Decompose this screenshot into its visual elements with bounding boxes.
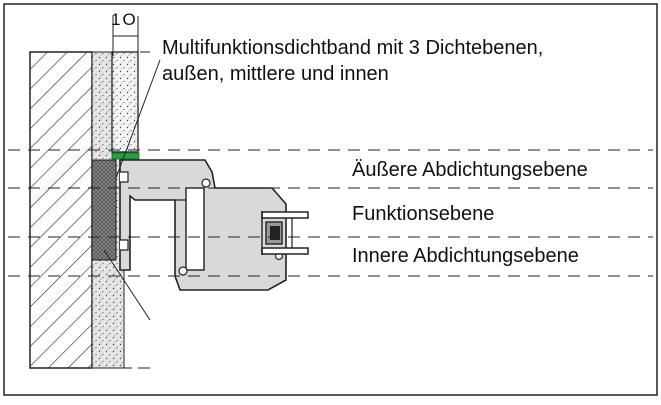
outer-sealing-plane-label: Äußere Abdichtungsebene bbox=[352, 159, 588, 181]
leader-line-lower bbox=[103, 249, 151, 321]
image-border bbox=[3, 3, 658, 396]
screw-upper bbox=[201, 178, 211, 188]
screw-lower bbox=[178, 266, 188, 276]
callout-line-2: außen, mittlere und innen bbox=[162, 63, 389, 85]
inner-sealing-plane-label: Innere Abdichtungsebene bbox=[352, 245, 579, 267]
dimension-label: 1O bbox=[111, 10, 138, 29]
leader-line-upper bbox=[115, 59, 161, 179]
glazing-inner-pane bbox=[261, 247, 309, 255]
glazing-outer-pane bbox=[261, 211, 309, 219]
sealing-band bbox=[91, 159, 117, 261]
function-plane-label: Funktionsebene bbox=[352, 203, 495, 225]
callout-line-1: Multifunktionsdichtband mit 3 Dichtebene… bbox=[162, 37, 544, 59]
masonry-wall bbox=[29, 51, 93, 369]
